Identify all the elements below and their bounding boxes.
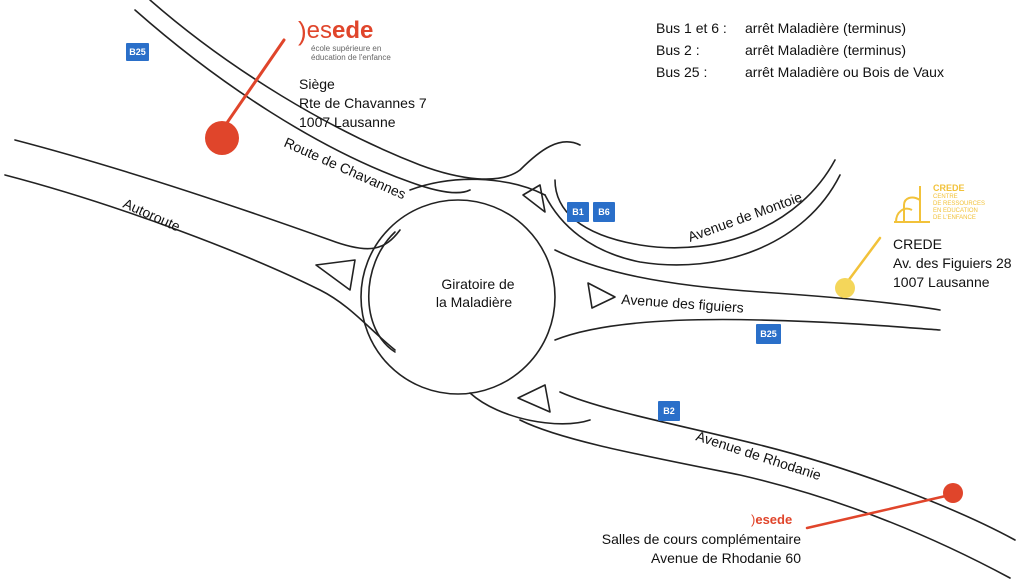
siege-connector-line (220, 38, 286, 132)
roundabout-outer-top (409, 178, 546, 196)
roundabout-label-line2: la Maladière (436, 294, 512, 310)
legend-row-bus-1-6: Bus 1 et 6 : (656, 20, 727, 36)
bus-stop-badge-b1[interactable]: B1 (567, 202, 589, 222)
roundabout-outer-bottom (469, 392, 591, 425)
legend-bus-label: Bus 1 et 6 : (656, 20, 727, 36)
road-autoroute-upper-edge (14, 139, 401, 250)
esede-logo-word-plain: es (306, 17, 333, 44)
crede-address-line1: CREDE (893, 236, 943, 252)
esede-logo-tagline-2: éducation de l'enfance (311, 53, 391, 62)
legend-bus-label: Bus 25 : (656, 64, 708, 80)
rhodanie-connector-line (805, 493, 952, 530)
rhodanie-address-line1: Salles de cours complémentaire (601, 531, 801, 547)
roundabout-label-line1: Giratoire de (441, 276, 514, 292)
crede-logo-tagline-2: DE RESSOURCES (933, 201, 986, 207)
crede-logo-tagline-3: EN EDUCATION (933, 208, 978, 214)
roundabout-inner-ring (360, 199, 556, 395)
traffic-island-bottom (517, 384, 551, 413)
rhodanie-esede-bracket-icon: ) (751, 512, 756, 527)
siege-address-line1: Siège (299, 76, 335, 92)
rhodanie-esede-logo-text: esede (755, 512, 793, 527)
traffic-island-left (315, 259, 356, 291)
legend-stop-label: arrêt Maladière (terminus) (745, 20, 907, 36)
crede-connector-line (843, 236, 882, 287)
legend-row-bus-25: Bus 25 : (656, 64, 707, 80)
road-avenue-des-figuiers-upper (554, 249, 941, 311)
roundabout-outer-left (368, 231, 396, 353)
road-label-avenue-de-montoie: Avenue de Montoie (686, 189, 805, 245)
siege-location-marker[interactable] (205, 121, 239, 155)
crede-logo-tagline-4: DE L'ENFANCE (933, 215, 976, 221)
crede-address-line2: Av. des Figuiers 28 (893, 255, 1012, 271)
siege-address-line3: 1007 Lausanne (299, 114, 396, 130)
road-route-de-chavannes-upper-edge (149, 0, 581, 180)
road-label-avenue-de-rhodanie: Avenue de Rhodanie (694, 428, 823, 484)
legend-bus-label: Bus 2 : (656, 42, 700, 58)
road-avenue-de-rhodanie-upper (559, 391, 1016, 541)
crede-logo-icon (894, 186, 930, 223)
road-autoroute-lower-edge (4, 174, 396, 351)
bus-stop-badge-b6[interactable]: B6 (593, 202, 615, 222)
crede-address-line3: 1007 Lausanne (893, 274, 990, 290)
legend-stop-bus-25: arrêt Maladière ou Bois de Vaux (745, 64, 944, 80)
bus-stop-badge-b2[interactable]: B2 (658, 401, 680, 421)
road-avenue-des-figuiers-lower (554, 318, 941, 341)
rhodanie-address-line2: Avenue de Rhodanie 60 (651, 550, 801, 566)
rhodanie-esede-logo: )esede (751, 512, 792, 527)
legend-stop-label: arrêt Maladière (terminus) (745, 42, 907, 58)
road-avenue-de-montoie-inner (544, 174, 841, 266)
siege-address-line2: Rte de Chavannes 7 (299, 95, 427, 111)
traffic-island-right (587, 282, 616, 309)
road-label-autoroute: Autoroute (121, 195, 183, 234)
road-avenue-de-rhodanie-lower (519, 419, 1011, 579)
bus-stop-badge-b25-top[interactable]: B25 (126, 43, 149, 61)
esede-logo-bracket-icon: ) (298, 16, 307, 46)
esede-logo-tagline-1: école supérieure en (311, 44, 382, 53)
road-route-de-chavannes-lower-edge (134, 9, 471, 194)
road-avenue-de-montoie-outer (554, 159, 836, 249)
crede-logo-tagline-1: CENTRE (933, 194, 958, 200)
bus-stop-badge-b25-mid[interactable]: B25 (756, 324, 781, 344)
traffic-island-top (522, 184, 546, 213)
crede-logo-word: CREDE (933, 183, 965, 193)
esede-logo-word-bold: ede (332, 17, 374, 44)
legend-row-bus-2: Bus 2 : (656, 42, 700, 58)
legend-stop-bus-1-6: arrêt Maladière (terminus) (745, 20, 906, 36)
esede-logo: )esede (298, 14, 374, 46)
crede-location-marker[interactable] (835, 278, 855, 298)
rhodanie-location-marker[interactable] (943, 483, 963, 503)
road-label-avenue-des-figuiers: Avenue des figuiers (621, 291, 745, 316)
legend-stop-bus-2: arrêt Maladière (terminus) (745, 42, 906, 58)
legend-stop-label: arrêt Maladière ou Bois de Vaux (745, 64, 944, 80)
road-label-route-de-chavannes: Route de Chavannes (282, 134, 409, 202)
